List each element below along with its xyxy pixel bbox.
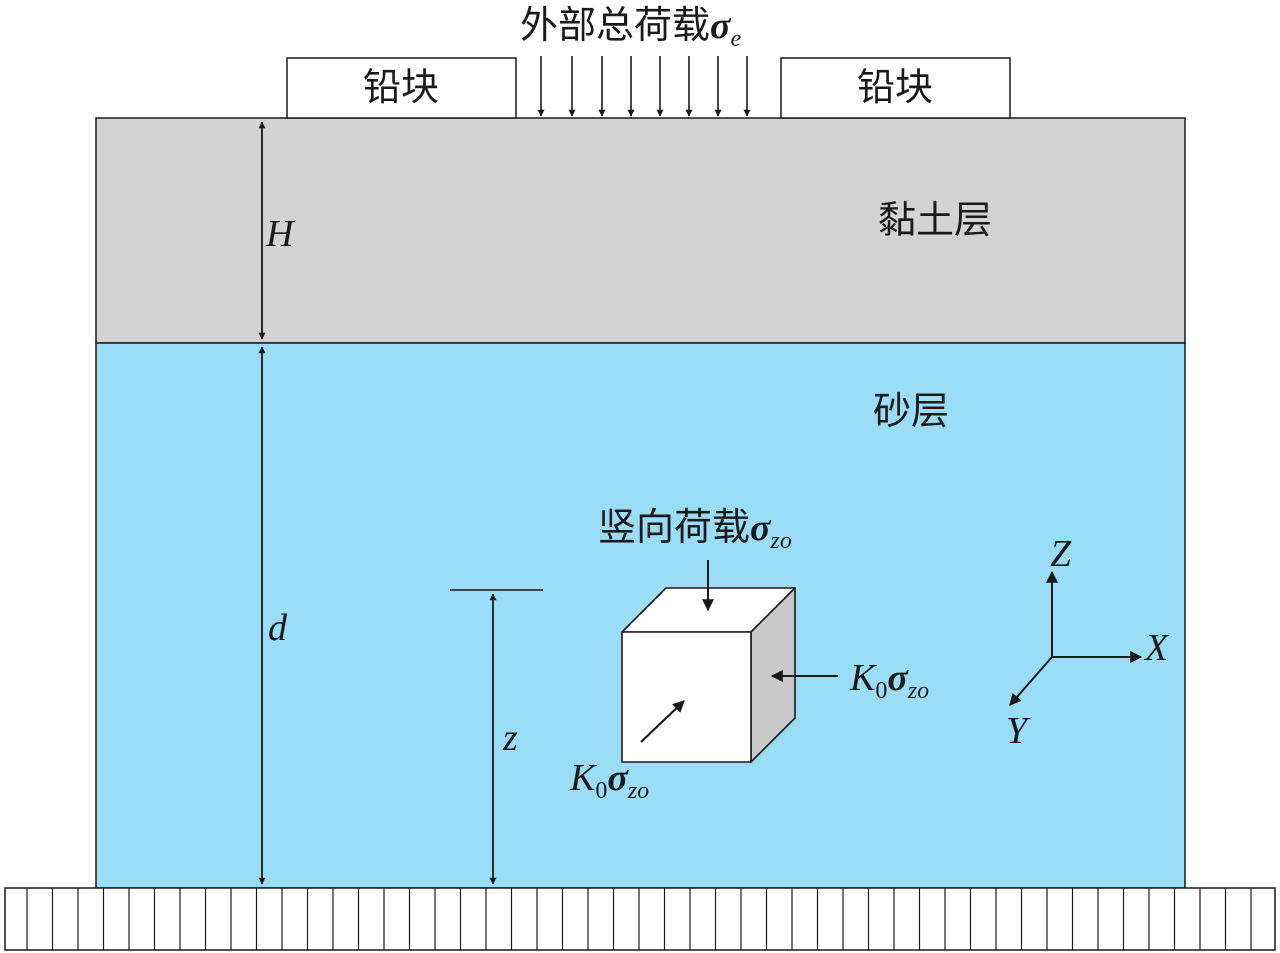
cube-front-face (621, 631, 752, 763)
lateral-pressure-y-label: K0σzo (569, 757, 649, 804)
external-load-arrows (537, 56, 751, 117)
axis-x-label: X (1143, 627, 1170, 669)
coordinate-axes (1009, 570, 1143, 706)
external-load-title: 外部总荷载σe (520, 3, 742, 52)
axis-y-arrow (1009, 656, 1053, 706)
base-hatch (26, 888, 1252, 950)
h-label: H (265, 213, 296, 255)
rigid-base (4, 887, 1276, 951)
clay-layer (95, 117, 1186, 344)
lead-block-left-label: 铅块 (363, 65, 439, 109)
axis-z-label: Z (1050, 533, 1072, 575)
lead-block-left: 铅块 (286, 57, 517, 119)
sand-layer-label: 砂层 (873, 389, 949, 433)
axis-y-label: Y (1006, 710, 1031, 752)
lateral-pressure-x-label: K0σzo (849, 657, 929, 704)
lead-block-right: 铅块 (780, 57, 1011, 119)
z-label: z (502, 717, 518, 759)
d-label: d (268, 607, 288, 649)
lead-block-right-label: 铅块 (857, 65, 933, 109)
lateral-pressure-y-arrow (640, 700, 685, 743)
vertical-load-title: 竖向荷载σzo (598, 505, 792, 554)
clay-layer-label: 黏土层 (878, 198, 992, 242)
